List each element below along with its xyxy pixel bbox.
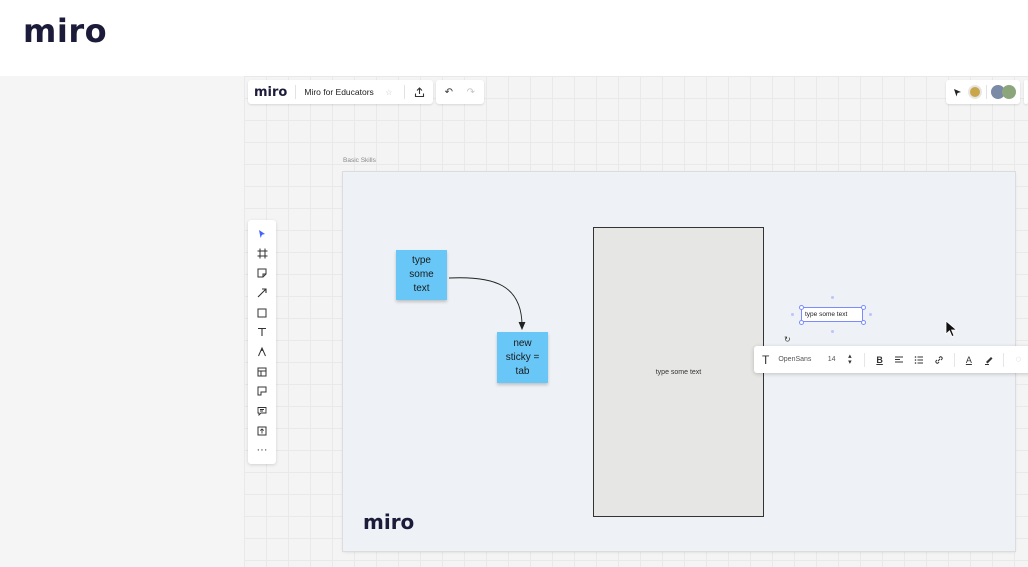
collab-extra-group <box>1024 80 1028 104</box>
bullet-list-icon[interactable] <box>914 353 925 367</box>
left-blank-area <box>0 76 244 567</box>
template-icon[interactable] <box>252 362 272 382</box>
selected-text-box[interactable]: type some text <box>801 307 863 322</box>
board-info-group: miro Miro for Educators ☆ <box>248 80 433 104</box>
pen-icon[interactable] <box>252 342 272 362</box>
arrow-icon[interactable] <box>252 283 272 303</box>
resize-handle[interactable] <box>860 319 866 325</box>
resize-handle[interactable] <box>798 304 804 310</box>
rotate-icon[interactable]: ↻ <box>784 335 791 344</box>
align-left-icon[interactable] <box>894 353 905 367</box>
bold-icon[interactable]: B <box>876 354 883 365</box>
collab-toolbar <box>946 80 1028 104</box>
font-family-select[interactable]: OpenSans <box>778 356 812 363</box>
connection-dot[interactable] <box>831 296 834 299</box>
separator <box>295 85 297 99</box>
frame-icon[interactable] <box>252 244 272 264</box>
sticky-note-icon[interactable] <box>252 263 272 283</box>
text-format-toolbar: T OpenSans 14 ▴▾ B A <box>754 346 1028 373</box>
connection-dot[interactable] <box>869 313 872 316</box>
miro-logo[interactable]: miro <box>23 12 108 50</box>
text-icon[interactable] <box>252 322 272 342</box>
resize-handle[interactable] <box>798 319 804 325</box>
separator <box>1003 352 1004 367</box>
cursor-share-icon[interactable] <box>950 85 964 99</box>
separator <box>403 85 405 99</box>
avatar-1[interactable] <box>968 85 982 99</box>
select-icon[interactable] <box>252 224 272 244</box>
rectangle-text: type some text <box>655 368 702 376</box>
sticky-note-text: type some text <box>409 255 434 294</box>
star-icon[interactable]: ☆ <box>385 87 393 97</box>
board-name[interactable]: Miro for Educators <box>304 87 374 97</box>
avatar-3[interactable] <box>1002 85 1016 99</box>
circle-dashed-icon[interactable]: ◌ <box>1015 354 1022 365</box>
link-icon[interactable] <box>934 353 945 367</box>
separator <box>986 85 987 99</box>
mouse-cursor-icon <box>945 320 958 338</box>
font-size-value[interactable]: 14 <box>827 356 836 363</box>
board-canvas[interactable]: miro Miro for Educators ☆ ↶ ↷ <box>244 76 1028 567</box>
undo-icon[interactable]: ↶ <box>444 86 453 98</box>
connection-dot[interactable] <box>791 313 794 316</box>
text-color-icon[interactable]: A <box>965 354 972 365</box>
avatar-2[interactable] <box>991 85 1005 99</box>
separator <box>953 352 955 367</box>
upload-icon[interactable] <box>413 85 427 99</box>
frame-basic-skills[interactable]: type some text new sticky = tab type som… <box>343 172 1028 551</box>
selected-text-value: type some text <box>805 311 848 318</box>
board-toolbar: miro Miro for Educators ☆ ↶ ↷ <box>248 80 484 104</box>
rectangle-shape[interactable]: type some text <box>593 227 764 517</box>
frame-label[interactable]: Basic Skills <box>343 157 376 164</box>
history-group: ↶ ↷ <box>435 80 484 104</box>
resize-handle[interactable] <box>860 304 866 310</box>
connection-dot[interactable] <box>831 330 834 333</box>
separator <box>864 352 866 367</box>
collab-group <box>946 80 1020 104</box>
sticky-note[interactable]: new sticky = tab <box>497 332 548 383</box>
card-icon[interactable] <box>252 382 272 402</box>
frame-miro-logo: miro <box>363 510 415 534</box>
font-size-stepper-icon[interactable]: ▴▾ <box>848 352 852 366</box>
sticky-note[interactable]: type some text <box>396 250 447 300</box>
sticky-note-text: new sticky = tab <box>505 337 540 377</box>
highlight-icon[interactable] <box>983 353 994 367</box>
board-miro-logo[interactable]: miro <box>254 84 288 100</box>
redo-icon[interactable]: ↷ <box>466 86 475 98</box>
upload-icon[interactable] <box>252 421 272 441</box>
creation-toolbar: ··· <box>248 220 276 465</box>
text-type-icon[interactable]: T <box>762 352 770 367</box>
more-icon[interactable]: ··· <box>256 444 268 457</box>
comment-icon[interactable] <box>252 401 272 421</box>
shape-icon[interactable] <box>252 303 272 323</box>
